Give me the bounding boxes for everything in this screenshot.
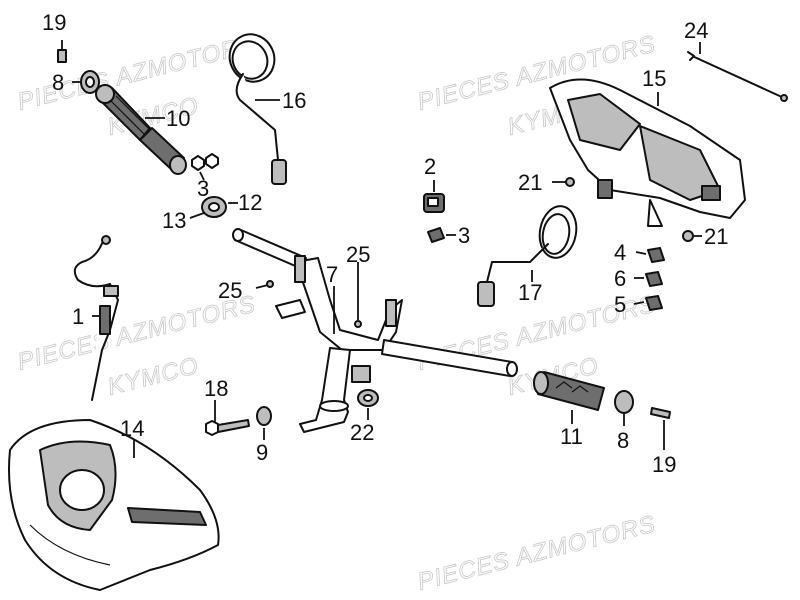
part-19-screw-left[interactable]	[57, 40, 67, 63]
part-12-clamp-left[interactable]	[201, 196, 238, 218]
part-18-bolt[interactable]	[205, 400, 250, 436]
part-16-mirror-left[interactable]	[222, 27, 287, 185]
callout-14: 14	[120, 416, 144, 441]
watermark-text: PIECES AZMOTORS	[415, 511, 659, 596]
callout-16: 16	[282, 88, 306, 113]
callout-21: 21	[704, 224, 728, 249]
callout-4: 4	[614, 240, 626, 265]
callout-18: 18	[204, 376, 228, 401]
callout-17: 17	[518, 280, 542, 305]
part-7-handlebar[interactable]	[232, 228, 518, 433]
part-10-grip-left[interactable]	[95, 84, 187, 175]
callout-11: 11	[560, 424, 583, 449]
part-2-switch[interactable]	[423, 180, 445, 213]
part-22-nut[interactable]	[357, 389, 379, 420]
callout-3: 3	[458, 223, 470, 248]
callout-3: 3	[197, 176, 209, 201]
callout-21: 21	[518, 170, 542, 195]
part-13-leader	[189, 212, 205, 219]
part-1-throttle-cable[interactable]	[73, 235, 119, 401]
callout-24: 24	[684, 18, 708, 43]
callout-6: 6	[614, 266, 626, 291]
part-8-bar-end-left[interactable]	[72, 70, 100, 94]
callout-25: 25	[218, 278, 242, 303]
part-8-bar-end-right[interactable]	[614, 390, 634, 426]
part-21-screw-b[interactable]	[682, 230, 702, 242]
callout-25: 25	[346, 242, 370, 267]
callout-12: 12	[238, 190, 262, 215]
callout-15: 15	[642, 66, 666, 91]
callout-19: 19	[652, 452, 676, 477]
part-21-screw-a[interactable]	[552, 177, 575, 187]
part-17-mirror-right[interactable]	[477, 203, 580, 307]
part-11-grip-right[interactable]	[533, 371, 605, 424]
part-4-clip[interactable]	[635, 247, 665, 263]
callout-19: 19	[42, 10, 66, 35]
part-5-clip[interactable]	[633, 295, 663, 311]
watermark-text: PIECES AZMOTORS	[15, 291, 259, 376]
watermark-text: KYMCO	[105, 352, 202, 401]
callout-13: 13	[162, 208, 186, 233]
callout-10: 10	[166, 106, 190, 131]
callout-5: 5	[614, 292, 626, 317]
part-3-bolts-left[interactable]	[191, 153, 219, 181]
callout-9: 9	[256, 440, 268, 465]
part-25-screw-a[interactable]	[255, 280, 274, 289]
callout-7: 7	[326, 262, 338, 287]
part-9-collar[interactable]	[256, 406, 272, 440]
part-25-screw-b[interactable]	[354, 262, 362, 328]
part-24-rod[interactable]	[687, 42, 788, 102]
callout-8: 8	[52, 70, 64, 95]
callout-8: 8	[617, 428, 629, 453]
callout-2: 2	[424, 154, 436, 179]
callout-1: 1	[72, 304, 84, 329]
callout-labels: 19 8 10 16 3 12 13 24 15 2 21 3 21 4 6 5…	[42, 10, 728, 477]
part-15-rear-cover[interactable]	[549, 78, 746, 227]
part-14-front-cover[interactable]	[8, 419, 220, 591]
part-19-screw-right[interactable]	[650, 407, 671, 450]
part-3-clip-right[interactable]	[427, 227, 456, 243]
callout-22: 22	[350, 420, 374, 445]
part-6-clip[interactable]	[634, 271, 663, 287]
